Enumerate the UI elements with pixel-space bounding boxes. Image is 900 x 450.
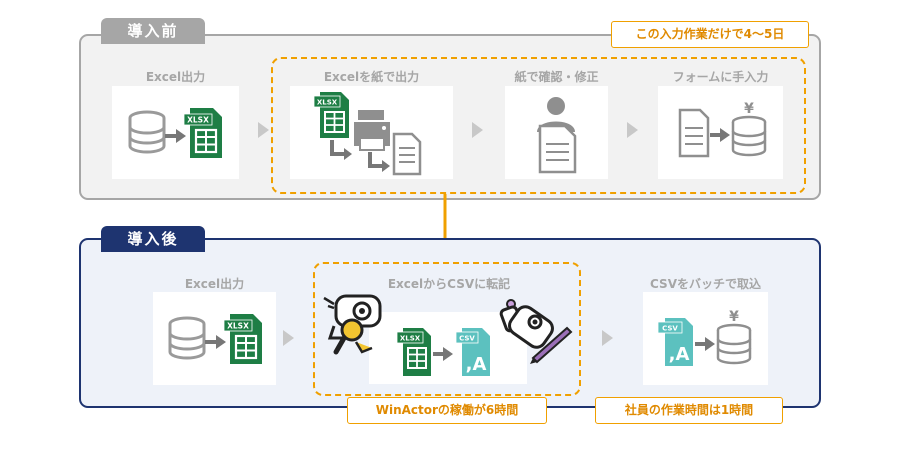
printer-icon [354,110,390,151]
arrow-icon [368,152,390,172]
flow-arrow-icon [283,330,294,346]
after-step-transfer-label: ExcelからCSVに転記 [387,277,511,291]
arrow-icon [433,347,453,361]
before-manual-work-highlight [271,57,806,194]
after-staff-note: 社員の作業時間は1時間 [595,397,783,424]
before-duration-note: この入力作業だけで4〜5日 [611,21,809,48]
after-robot-work-highlight [313,262,581,396]
pen-icon [530,326,573,364]
before-step-manual-entry-card: ¥ [658,86,783,179]
after-step-excel-output-card: XLSX [153,292,276,385]
svg-text:XLSX: XLSX [227,322,249,331]
svg-text:¥: ¥ [744,101,754,117]
before-step-print-label: Excelを紙で出力 [323,70,420,84]
after-step-batch-import-card: CSV ,A ¥ [643,292,768,385]
before-step-excel-output-card: XLSX [112,86,239,179]
arrow-icon [205,335,226,349]
svg-text:CSV: CSV [662,325,678,333]
arrow-icon [695,337,715,351]
document-icon [538,124,577,174]
before-step-manual-entry-label: フォームに手入力 [672,70,769,84]
database-icon [168,316,206,360]
after-step-excel-output-label: Excel出力 [184,277,245,291]
arrow-icon [165,129,186,143]
coin-stack-icon: ¥ [731,101,767,157]
flow-arrow-icon [258,122,269,138]
excel-file-icon: XLSX [313,92,349,138]
csv-file-icon: CSV ,A [657,318,693,366]
magnifier-icon [333,318,373,355]
flow-arrow-icon [602,330,613,346]
after-winactor-note: WinActorの稼働が6時間 [347,397,547,424]
excel-file-icon: XLSX [223,314,262,364]
svg-text:,A: ,A [669,344,690,365]
svg-text:CSV: CSV [459,335,475,343]
svg-text:,A: ,A [466,354,487,375]
document-icon [392,132,422,176]
svg-text:¥: ¥ [729,309,739,325]
before-step-print-card: XLSX [290,86,453,179]
before-step-review-card [505,86,608,179]
robot-inspector-icon [323,294,382,355]
svg-text:XLSX: XLSX [400,335,421,343]
arrow-icon [710,128,730,142]
robot-icon [327,294,382,340]
after-step-batch-import-label: CSVをバッチで取込 [650,277,761,291]
document-icon [678,108,710,158]
arrow-icon [330,140,352,160]
database-icon [128,110,166,154]
after-tab: 導入後 [101,226,205,252]
before-step-excel-output-label: Excel出力 [145,70,206,84]
csv-file-icon: CSV ,A [455,328,490,376]
robot-icon [499,299,554,349]
excel-file-icon: XLSX [396,328,431,376]
before-tab: 導入前 [101,18,205,44]
svg-text:XLSX: XLSX [317,99,338,107]
svg-text:XLSX: XLSX [187,116,209,125]
excel-file-icon: XLSX [183,108,222,158]
before-step-review-label: 紙で確認・修正 [514,70,599,84]
robot-writer-icon [499,299,573,364]
after-step-transfer-card: XLSX CSV ,A [369,312,527,384]
flow-arrow-icon [472,122,483,138]
coin-stack-icon: ¥ [716,309,752,365]
flow-arrow-icon [627,122,638,138]
